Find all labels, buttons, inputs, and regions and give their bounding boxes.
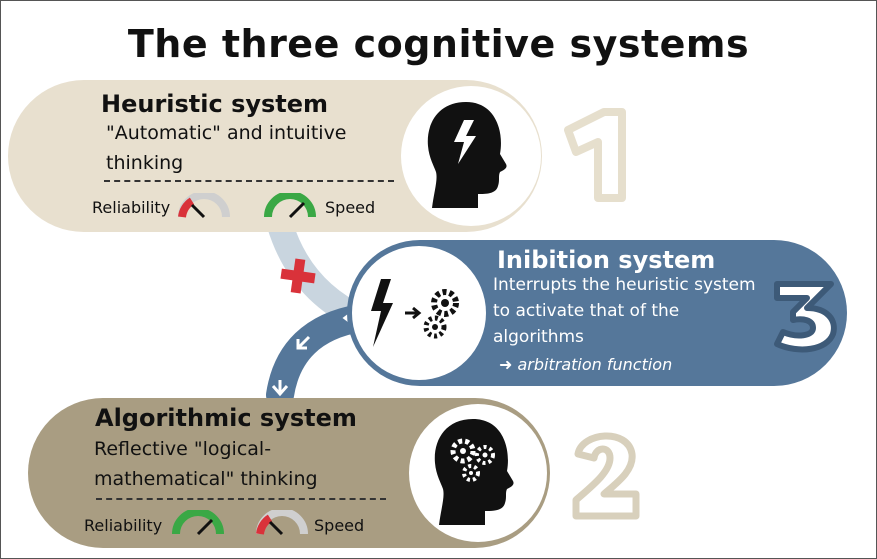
heuristic-speed-gauge — [264, 193, 316, 219]
heuristic-reliability-gauge — [178, 193, 230, 219]
head-lightning-icon — [427, 102, 507, 208]
algorithmic-speed-label: Speed — [314, 516, 365, 535]
diagram-title: The three cognitive systems — [127, 22, 750, 66]
heuristic-description: "Automatic" and intuitive thinking — [106, 122, 347, 174]
algorithmic-divider — [96, 498, 386, 500]
algorithmic-reliability-gauge — [172, 510, 224, 536]
algorithmic-circle — [409, 404, 547, 542]
heuristic-reliability-label: Reliability — [92, 198, 171, 217]
arrow-down-icon — [271, 380, 289, 397]
algorithmic-title: Algorithmic system — [95, 404, 357, 432]
heuristic-divider — [104, 180, 394, 182]
head-gears-icon — [434, 419, 514, 525]
arrow-down-left-icon — [296, 335, 311, 350]
lightning-to-gears-icon — [371, 279, 459, 347]
inhibition-to-algorithmic-connector — [266, 304, 374, 409]
algorithmic-reliability-label: Reliability — [84, 516, 163, 535]
inhibition-arbitration: arbitration function — [517, 355, 673, 374]
inhibition-description: Interrupts the heuristic system to activ… — [493, 275, 756, 347]
cross-icon — [280, 258, 316, 294]
number-2-icon — [572, 432, 640, 520]
number-3-icon — [774, 281, 837, 353]
algorithmic-description: Reflective "logical-mathematical" thinki… — [94, 438, 318, 490]
algorithmic-speed-gauge — [256, 510, 308, 536]
inhibition-title: Inibition system — [497, 246, 716, 274]
number-1-icon — [564, 108, 626, 202]
arrow-right-icon: ➜ — [499, 355, 513, 374]
heuristic-speed-label: Speed — [325, 198, 376, 217]
heuristic-circle — [401, 86, 541, 226]
heuristic-title: Heuristic system — [101, 90, 329, 118]
inhibition-circle — [352, 246, 486, 380]
